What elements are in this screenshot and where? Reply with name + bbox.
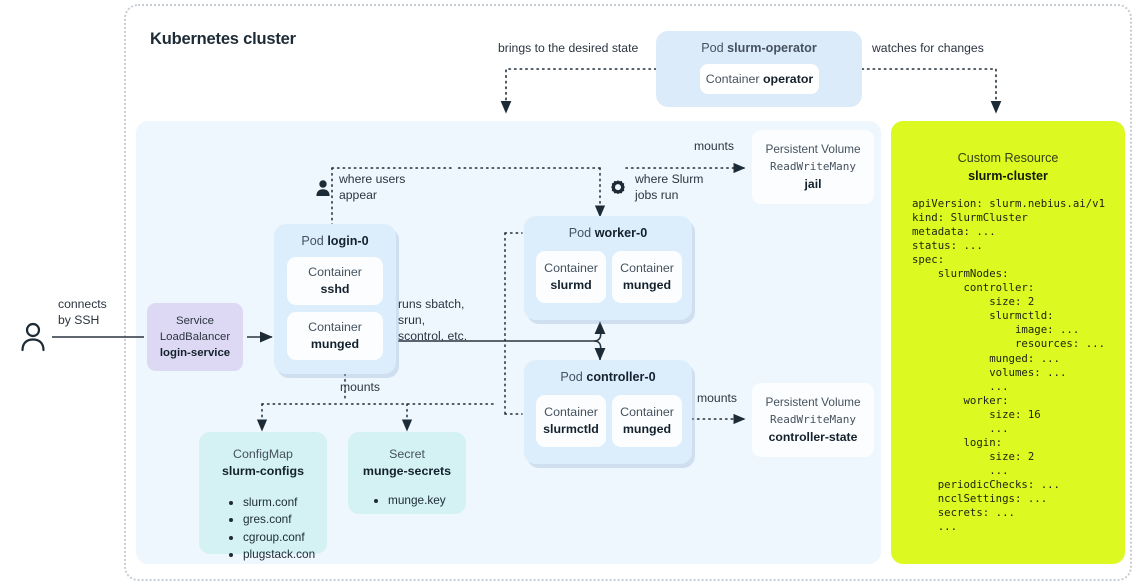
custom-resource-title: Custom Resource slurm-cluster — [891, 149, 1125, 186]
pod-name: login-0 — [327, 234, 369, 248]
container-munged-login[interactable]: Container munged — [287, 312, 383, 360]
secret-name: munge-secrets — [362, 464, 452, 479]
service-kind-line1: Service — [176, 314, 214, 327]
configmap-slurm-configs[interactable]: ConfigMap slurm-configs slurm.conf gres.… — [199, 432, 327, 561]
watches-for-changes-label: watches for changes — [872, 41, 984, 55]
pod-name: slurm-operator — [727, 41, 817, 55]
service-kind-line2: LoadBalancer — [159, 330, 231, 343]
list-item: cgroup.conf — [243, 529, 315, 546]
pv-name: jail — [804, 176, 822, 191]
mounts-configs-label: mounts — [340, 380, 380, 394]
custom-resource-kind: Custom Resource — [957, 151, 1059, 165]
pod-name: worker-0 — [594, 226, 648, 240]
secret-munge-secrets[interactable]: Secret munge-secrets munge.key — [348, 432, 466, 514]
pod-prefix: Pod — [301, 234, 328, 248]
container-name: munged — [622, 278, 672, 292]
list-item: slurm.conf — [243, 494, 315, 511]
container-prefix: Container — [705, 72, 760, 86]
pod-login-0[interactable]: Pod login-0 Container sshd Container mun… — [274, 224, 396, 374]
container-name: munged — [622, 422, 672, 436]
list-item: munge.key — [388, 492, 446, 509]
configmap-title: ConfigMap slurm-configs — [199, 446, 327, 481]
container-prefix: Container — [308, 320, 362, 335]
pv-access-mode: ReadWriteMany — [769, 159, 857, 173]
persistent-volume-controller-state[interactable]: Persistent Volume ReadWriteMany controll… — [752, 383, 874, 457]
custom-resource-yaml: apiVersion: slurm.nebius.ai/v1 kind: Slu… — [912, 197, 1106, 534]
container-prefix: Container — [544, 405, 598, 420]
container-prefix: Container — [544, 261, 598, 276]
container-name: slurmctld — [543, 422, 599, 436]
list-item: plugstack.con — [243, 546, 315, 563]
secret-items: munge.key — [374, 492, 446, 509]
pv-kind: Persistent Volume — [765, 142, 861, 157]
runs-commands-label: runs sbatch, srun, scontrol, etc. — [398, 297, 468, 344]
pod-prefix: Pod — [560, 370, 587, 384]
person-icon — [21, 322, 45, 352]
container-slurmctld[interactable]: Container slurmctld — [536, 395, 606, 447]
container-munged-controller[interactable]: Container munged — [612, 395, 682, 447]
pod-controller-0[interactable]: Pod controller-0 Container slurmctld Con… — [524, 360, 692, 464]
container-sshd[interactable]: Container sshd — [287, 257, 383, 305]
pod-name: controller-0 — [586, 370, 656, 384]
pv-access-mode: ReadWriteMany — [769, 412, 857, 426]
container-prefix: Container — [308, 265, 362, 280]
pod-prefix: Pod — [701, 41, 728, 55]
container-munged-worker[interactable]: Container munged — [612, 251, 682, 303]
pod-login-0-label: Pod login-0 — [274, 234, 396, 248]
kubernetes-cluster-title: Kubernetes cluster — [150, 30, 296, 48]
custom-resource-name: slurm-cluster — [968, 169, 1048, 184]
container-name: operator — [762, 72, 814, 86]
container-slurmd[interactable]: Container slurmd — [536, 251, 606, 303]
pv-kind: Persistent Volume — [765, 395, 861, 410]
container-name: sshd — [320, 282, 350, 296]
persistent-volume-jail[interactable]: Persistent Volume ReadWriteMany jail — [752, 130, 874, 204]
container-prefix: Container — [620, 261, 674, 276]
configmap-kind: ConfigMap — [233, 447, 293, 461]
person-icon — [316, 180, 330, 196]
pod-prefix: Pod — [568, 226, 595, 240]
secret-kind: Secret — [389, 447, 425, 461]
pod-controller-0-label: Pod controller-0 — [524, 370, 692, 384]
where-slurm-jobs-run-annotation: where Slurm jobs run — [608, 172, 703, 204]
where-users-appear-label: where users appear — [339, 172, 406, 202]
where-slurm-jobs-run-label: where Slurm jobs run — [635, 172, 704, 202]
connects-by-ssh-label: connects by SSH — [58, 297, 107, 328]
container-prefix: Container — [620, 405, 674, 420]
container-operator[interactable]: Container operator — [700, 64, 819, 94]
pod-worker-0-label: Pod worker-0 — [524, 226, 692, 240]
gear-icon — [611, 180, 625, 194]
configmap-name: slurm-configs — [222, 464, 304, 479]
custom-resource-slurm-cluster[interactable]: Custom Resource slurm-cluster apiVersion… — [891, 121, 1125, 564]
configmap-items: slurm.conf gres.conf cgroup.conf plugsta… — [229, 494, 315, 563]
secret-title: Secret munge-secrets — [348, 446, 466, 481]
brings-to-desired-state-label: brings to the desired state — [498, 41, 639, 55]
service-name: login-service — [159, 347, 231, 360]
container-name: slurmd — [550, 278, 592, 292]
container-name: munged — [310, 337, 360, 351]
list-item: gres.conf — [243, 511, 315, 528]
service-loadbalancer-box[interactable]: Service LoadBalancer login-service — [147, 303, 243, 371]
mounts-controller-state-label: mounts — [697, 391, 737, 405]
pod-worker-0[interactable]: Pod worker-0 Container slurmd Container … — [524, 216, 692, 320]
where-users-appear-annotation: where users appear — [314, 172, 405, 204]
mounts-jail-label: mounts — [694, 139, 734, 153]
pod-slurm-operator-label: Pod slurm-operator — [656, 41, 862, 55]
pv-name: controller-state — [768, 429, 858, 444]
